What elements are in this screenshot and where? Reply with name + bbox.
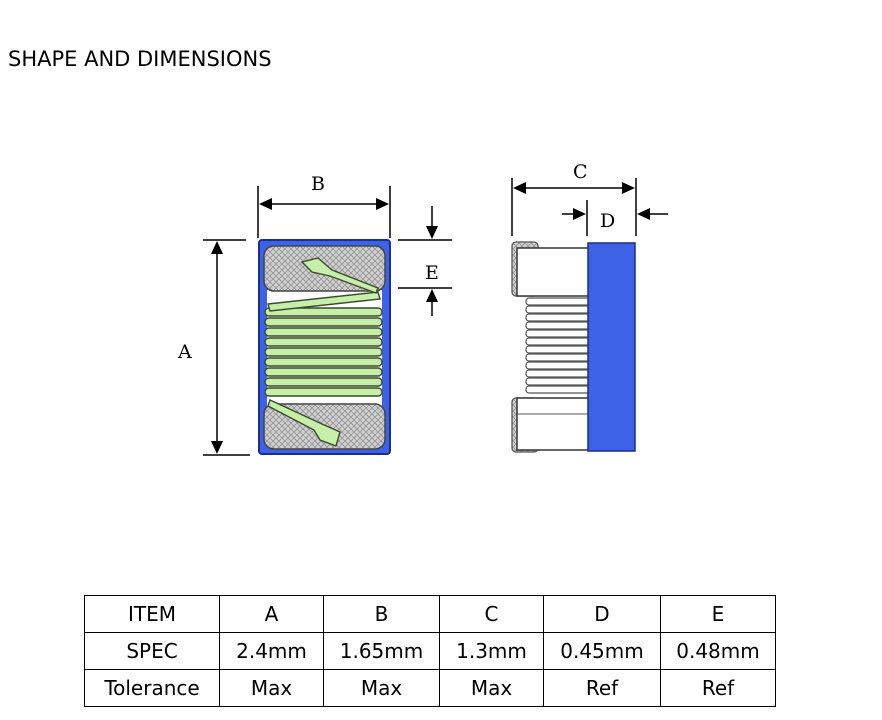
table-cell: Max (219, 669, 324, 707)
table-cell: SPEC (84, 632, 220, 670)
spec-table: ITEM A B C D E SPEC 2.4mm 1.65mm 1.3mm 0… (84, 595, 776, 707)
header-cell: A (219, 595, 324, 633)
header-cell: E (660, 595, 776, 633)
shape-dimensions-diagram: B A E (177, 161, 668, 456)
header-cell: B (323, 595, 440, 633)
table-row: Tolerance Max Max Max Ref Ref (84, 669, 776, 707)
coil-windings (264, 307, 383, 397)
lead-bottom (267, 399, 341, 447)
table-cell: Ref (543, 669, 661, 707)
table-cell: Max (323, 669, 440, 707)
dimension-e-arrow-top (426, 226, 438, 239)
side-flange-bottom (516, 397, 590, 451)
label-b: B (311, 173, 325, 195)
side-view: C D (511, 161, 668, 453)
lead-top (300, 257, 379, 294)
table-cell: 0.48mm (660, 632, 776, 670)
label-e: E (425, 262, 439, 284)
front-view: B A E (177, 173, 452, 456)
table-header-row: ITEM A B C D E (84, 595, 776, 633)
table-cell: 1.3mm (439, 632, 544, 670)
side-windings (525, 297, 591, 394)
header-cell: C (439, 595, 544, 633)
label-a: A (177, 341, 192, 363)
coil-diagonal (267, 291, 381, 312)
header-cell: ITEM (84, 595, 220, 633)
dimension-d-arrow-left (573, 208, 586, 220)
table-cell: 0.45mm (543, 632, 661, 670)
table-cell: Tolerance (84, 669, 220, 707)
label-d: D (600, 210, 615, 232)
table-cell: 1.65mm (323, 632, 440, 670)
table-cell: Ref (660, 669, 776, 707)
side-flange-top (516, 247, 590, 297)
table-cell: 2.4mm (219, 632, 324, 670)
page-title: SHAPE AND DIMENSIONS (8, 47, 272, 71)
table-row: SPEC 2.4mm 1.65mm 1.3mm 0.45mm 0.48mm (84, 632, 776, 670)
header-cell: D (543, 595, 661, 633)
table-cell: Max (439, 669, 544, 707)
dimension-d-arrow-right (637, 208, 650, 220)
label-c: C (573, 161, 588, 183)
side-blue-plate (587, 242, 636, 452)
dimension-e-arrow-bottom (426, 289, 438, 302)
